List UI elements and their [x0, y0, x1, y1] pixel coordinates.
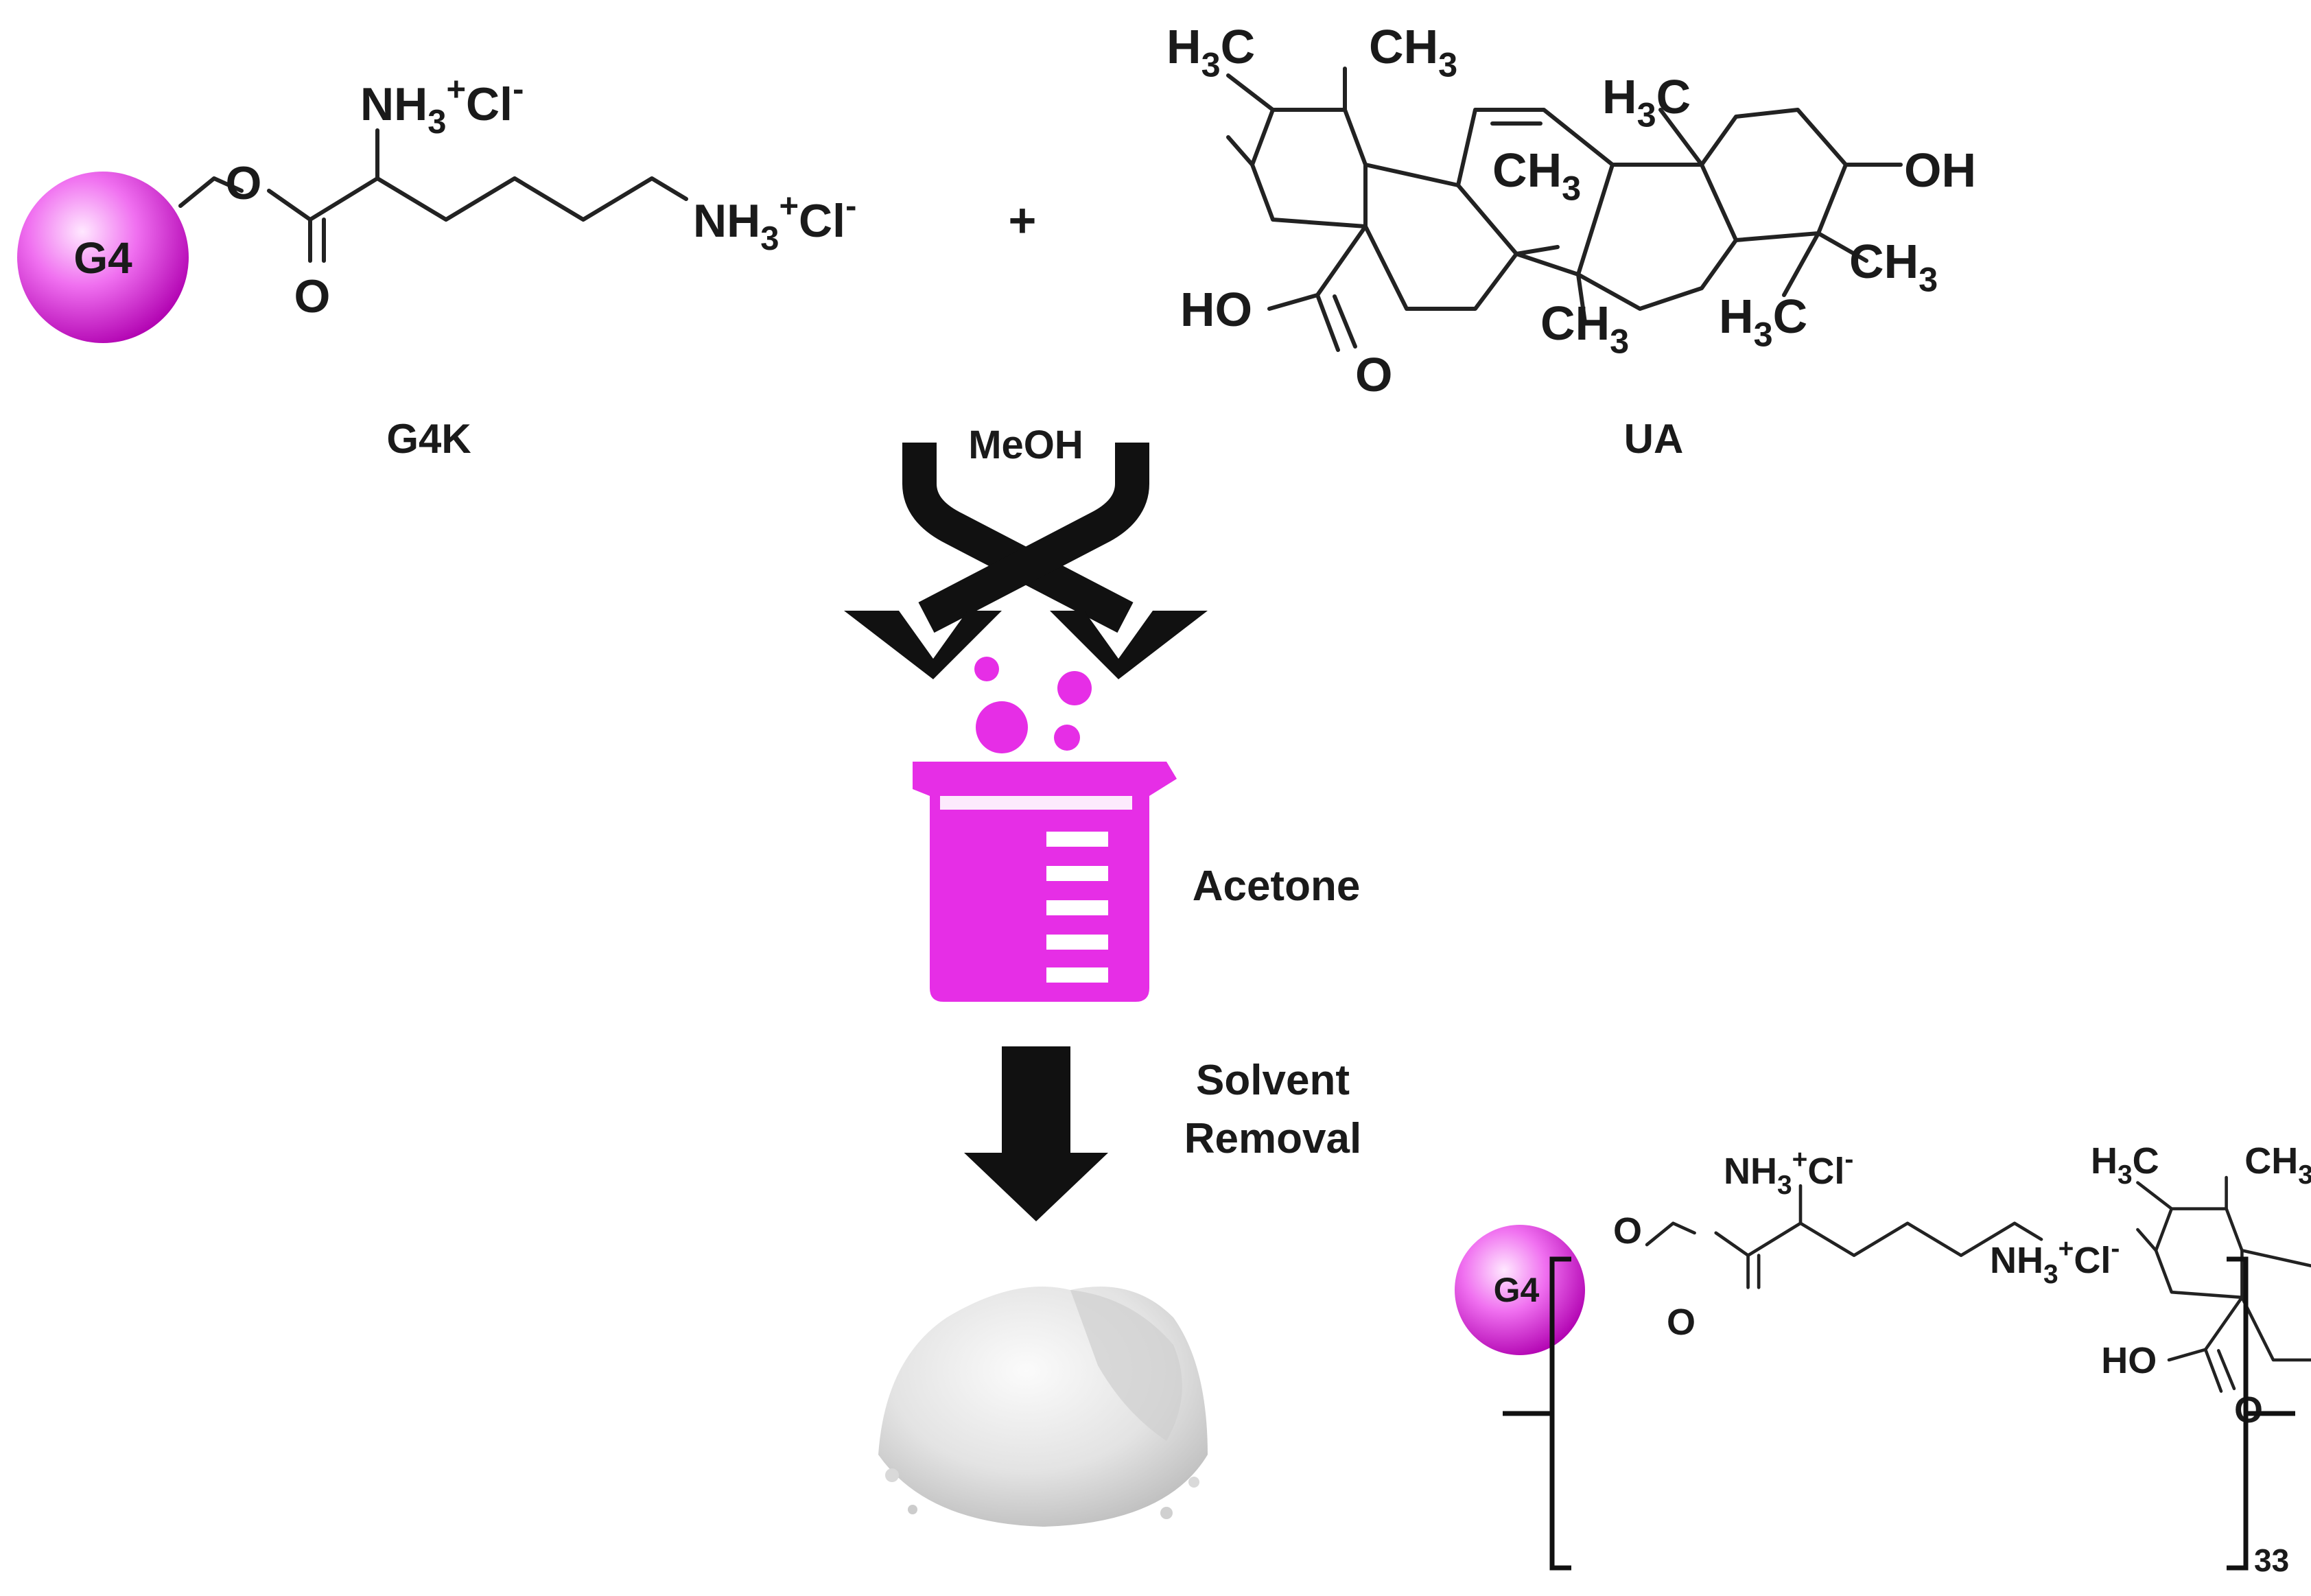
ua-group-6: H3C — [1719, 290, 1807, 354]
g4-dendrimer-sphere — [17, 172, 189, 343]
ua-group-8: HO — [1180, 283, 1252, 336]
epsilon-amine: NH3+Cl- — [693, 187, 856, 257]
ua-group-9: O — [1355, 348, 1392, 401]
ua-group-5: CH3 — [1849, 235, 1938, 299]
ua-group-9: O — [2234, 1389, 2263, 1431]
repeat-subscript: 33 — [2254, 1542, 2289, 1578]
ua-label: UA — [1624, 416, 1684, 462]
ua-group-2: H3C — [1602, 70, 1691, 134]
solvent-label: MeOH — [968, 423, 1083, 467]
carbonyl-oxygen: O — [294, 270, 331, 322]
ua-group-8: HO — [2101, 1340, 2157, 1381]
product-structure: G4 O O NH3+Cl- NH3+Cl- H3CCH3H3CCH3OHCH3… — [1455, 1140, 2311, 1578]
alpha-amine: NH3+Cl- — [360, 71, 524, 141]
ua-group-0: H3C — [1166, 20, 1255, 84]
plus-sign: + — [1009, 193, 1037, 247]
beaker-icon — [913, 657, 1177, 1002]
product-g4-label: G4 — [1494, 1271, 1540, 1309]
g4k-label: G4K — [386, 416, 471, 462]
solvent-removal-line2: Removal — [1184, 1115, 1361, 1162]
ester-oxygen: O — [226, 157, 262, 209]
crossing-arrows — [844, 443, 1208, 679]
acetone-label: Acetone — [1193, 862, 1361, 910]
ua-group-0: H3C — [2091, 1140, 2159, 1190]
down-arrow-icon — [964, 1046, 1108, 1221]
white-powder-image — [878, 1287, 1208, 1527]
product-carbonyl-oxygen: O — [1667, 1302, 1696, 1343]
ua-group-3: CH3 — [1492, 143, 1581, 208]
solvent-removal-line1: Solvent — [1196, 1057, 1350, 1104]
g4-core-label: G4 — [73, 233, 132, 283]
ua-group-1: CH3 — [1369, 20, 1457, 84]
product-alpha-amine: NH3+Cl- — [1724, 1145, 1853, 1200]
ua-group-4: OH — [1904, 143, 1976, 197]
product-ester-oxygen: O — [1613, 1210, 1642, 1252]
ua-group-7: CH3 — [1540, 296, 1629, 361]
product-epsilon-amine: NH3+Cl- — [1990, 1234, 2120, 1289]
ua-group-1: CH3 — [2244, 1140, 2311, 1190]
